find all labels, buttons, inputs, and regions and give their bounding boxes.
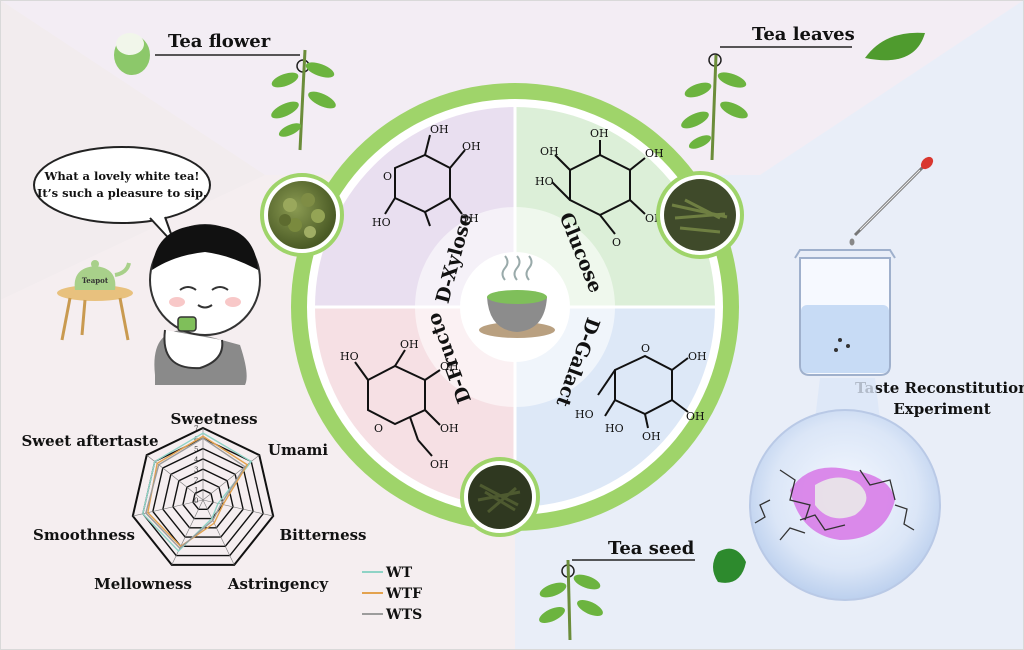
label-tea-leaves: Tea leaves	[752, 24, 855, 45]
plant-icon	[681, 54, 748, 161]
tea-seed-image	[460, 457, 540, 537]
chem-label: HO	[340, 350, 359, 363]
chem-label: OH	[645, 147, 664, 160]
character-illustration	[149, 224, 261, 385]
experiment-label-line-1: Taste Reconstitution	[855, 379, 1024, 397]
glucose-structure	[551, 140, 646, 235]
radar-grid-ring	[182, 478, 224, 520]
d-xylose-structure	[384, 134, 466, 227]
chem-label: HO	[372, 216, 391, 229]
beaker-icon	[794, 249, 896, 376]
chem-label: OH	[440, 422, 459, 435]
radar-axis-label: Sweetness	[170, 410, 257, 428]
chem-label: OH	[688, 350, 707, 363]
d-fructose-structure	[354, 349, 441, 457]
cup-icon	[177, 316, 197, 332]
tea-seed-callout: Tea seed	[561, 538, 746, 583]
radar-axis-line	[202, 499, 274, 517]
radar-axis-label: Mellowness	[94, 575, 192, 593]
teapot-label: Teapot	[82, 276, 109, 285]
chem-label: OH	[590, 127, 609, 140]
radar-scale-tick: 2	[194, 476, 198, 484]
radar-axis-label: Astringency	[227, 575, 330, 593]
radar-axis-line	[171, 499, 204, 565]
sugar-wheel: D-Xylose Glucose D-Galact D-Fructo OH OH…	[291, 83, 739, 531]
chem-label: O	[612, 236, 621, 249]
radar-legend: WT WTF WTS	[362, 565, 422, 623]
plant-icon	[271, 49, 336, 151]
seed-leaf-icon	[713, 548, 746, 583]
teapot-icon	[74, 266, 116, 290]
chem-label: OH	[440, 360, 459, 373]
legend-label-wt: WT	[385, 565, 413, 581]
chem-label: O	[374, 422, 383, 435]
leaf-icon	[865, 32, 925, 61]
chem-label: O	[641, 342, 650, 355]
label-tea-flower: Tea flower	[168, 31, 271, 52]
tea-cup-icon	[479, 255, 555, 338]
chem-label: OH	[540, 145, 559, 158]
radar-scale-tick: 4	[194, 456, 199, 464]
chem-label: OH	[686, 410, 705, 423]
chem-label: OH	[460, 212, 479, 225]
teapot-table: Teapot	[57, 260, 133, 341]
speech-bubble: What a lovely white tea! It’s such a ple…	[33, 146, 211, 246]
chem-label: OH	[430, 458, 449, 471]
radar-axis-line	[146, 454, 204, 501]
radar-axis-line	[202, 499, 235, 565]
legend-label-wtf: WTF	[385, 586, 422, 602]
pipette-icon	[849, 156, 934, 246]
radar-axis-line	[132, 499, 204, 517]
d-galactose-structure	[597, 354, 689, 429]
chem-label: HO	[575, 408, 594, 421]
plant-icon	[539, 559, 603, 641]
tea-leaves-callout: Tea leaves	[708, 24, 925, 67]
chem-label: OH	[430, 123, 449, 136]
radar-scale-tick: 3	[194, 466, 198, 474]
experiment-label-line-2: Experiment	[893, 400, 990, 418]
chem-label: HO	[535, 175, 554, 188]
speech-line-1: What a lovely white tea!	[44, 169, 200, 183]
radar-scale-tick: 5	[194, 446, 198, 454]
radar-scale-tick: 7	[194, 425, 198, 433]
chem-label: OH	[642, 430, 661, 443]
tea-flower-buds-image	[260, 173, 344, 257]
legend-label-wts: WTS	[385, 607, 422, 623]
radar-scale-tick: 1	[194, 487, 198, 495]
radar-axis-label: Umami	[268, 441, 329, 459]
radar-series	[142, 432, 253, 552]
chem-label: OH	[462, 140, 481, 153]
chem-label: OH	[400, 338, 419, 351]
radar-axis-label: Sweet aftertaste	[21, 432, 158, 450]
radar-series-wts	[145, 437, 246, 550]
radar-axis-label: Smoothness	[33, 526, 135, 544]
tea-flower-callout: Tea flower	[114, 31, 310, 75]
radar-grid-ring	[131, 426, 275, 566]
radar-grid-ring	[152, 447, 254, 548]
radar-scale-tick: 0	[194, 497, 198, 505]
radar-axis-label: Bitterness	[279, 526, 366, 544]
tea-leaves-image	[656, 171, 744, 259]
molecular-docking-bubble	[749, 378, 941, 601]
label-tea-seed: Tea seed	[608, 538, 695, 559]
speech-line-2: It’s such a pleasure to sip.	[37, 186, 207, 200]
radar-series-wtf	[147, 435, 249, 548]
chem-label: O	[383, 170, 392, 183]
radar-grid-ring	[192, 488, 214, 510]
chem-label: HO	[605, 422, 624, 435]
